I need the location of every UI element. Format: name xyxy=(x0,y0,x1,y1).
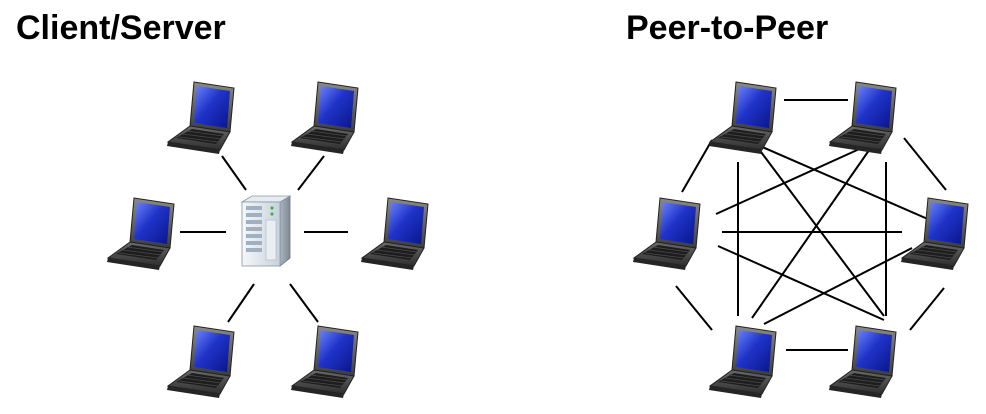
laptop-icon xyxy=(828,81,897,155)
peer-to-peer-links xyxy=(675,99,947,351)
laptop-icon xyxy=(166,81,235,155)
client-server-title: Client/Server xyxy=(16,9,226,47)
laptop-icon xyxy=(900,197,969,271)
link-server-client-6 xyxy=(289,283,319,323)
link-p3-p6 xyxy=(717,245,885,321)
link-p1-p6 xyxy=(751,139,885,317)
link-server-client-2 xyxy=(297,155,325,191)
link-p2-p5 xyxy=(751,145,873,319)
link-p2-p4 xyxy=(903,137,947,191)
laptop-icon xyxy=(708,325,777,399)
laptop-icon xyxy=(106,197,175,271)
laptop-icon xyxy=(166,325,235,399)
link-p1-p3 xyxy=(681,139,713,193)
laptop-icon xyxy=(360,197,429,271)
link-p4-p6 xyxy=(909,287,945,331)
link-server-client-5 xyxy=(227,283,255,323)
laptop-icon xyxy=(708,81,777,155)
link-p4-p5 xyxy=(763,247,913,325)
server-icon xyxy=(241,195,291,267)
laptop-icon xyxy=(828,325,897,399)
client-server-nodes xyxy=(106,81,429,399)
link-p1-p4 xyxy=(759,145,931,221)
link-p2-p3 xyxy=(715,145,867,215)
laptop-icon xyxy=(290,81,359,155)
client-server-links xyxy=(180,155,348,323)
peer-to-peer-title: Peer-to-Peer xyxy=(626,9,829,47)
link-server-client-1 xyxy=(221,155,247,191)
link-p3-p5 xyxy=(675,285,713,331)
laptop-icon xyxy=(632,197,701,271)
laptop-icon xyxy=(290,325,359,399)
